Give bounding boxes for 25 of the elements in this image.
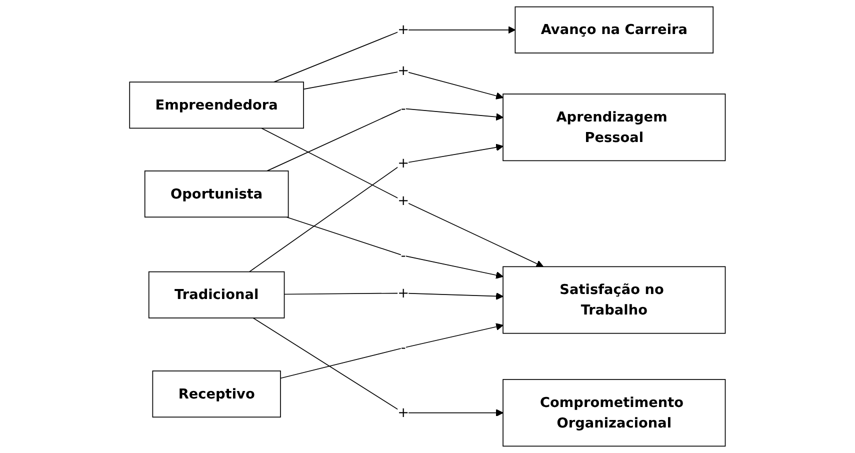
node-box: Tradicional [148, 271, 285, 318]
edge-label: - [400, 247, 406, 264]
edge-label: + [398, 21, 410, 38]
edge-label: + [398, 62, 410, 79]
arrow [303, 70, 504, 100]
arrow [252, 318, 504, 417]
edge-label: + [398, 192, 410, 209]
arrow [273, 26, 516, 82]
arrow [248, 144, 504, 272]
node-box: Satisfação no Trabalho [502, 266, 726, 334]
arrow [261, 128, 544, 268]
node-box: Aprendizagem Pessoal [502, 94, 726, 162]
edge-label: + [398, 154, 410, 171]
arrow [286, 216, 504, 279]
node-box: Empreendedora [129, 82, 304, 129]
edge-label: + [398, 284, 410, 301]
node-box: Comprometimento Organizacional [502, 379, 726, 447]
node-box: Receptivo [152, 370, 281, 418]
edge-label: + [398, 404, 410, 421]
edge-label: - [400, 100, 406, 116]
arrow [280, 323, 504, 379]
node-box: Oportunista [144, 170, 289, 218]
node-box: Avanço na Carreira [514, 6, 714, 54]
edge-label: - [400, 339, 406, 356]
arrow [284, 292, 504, 300]
